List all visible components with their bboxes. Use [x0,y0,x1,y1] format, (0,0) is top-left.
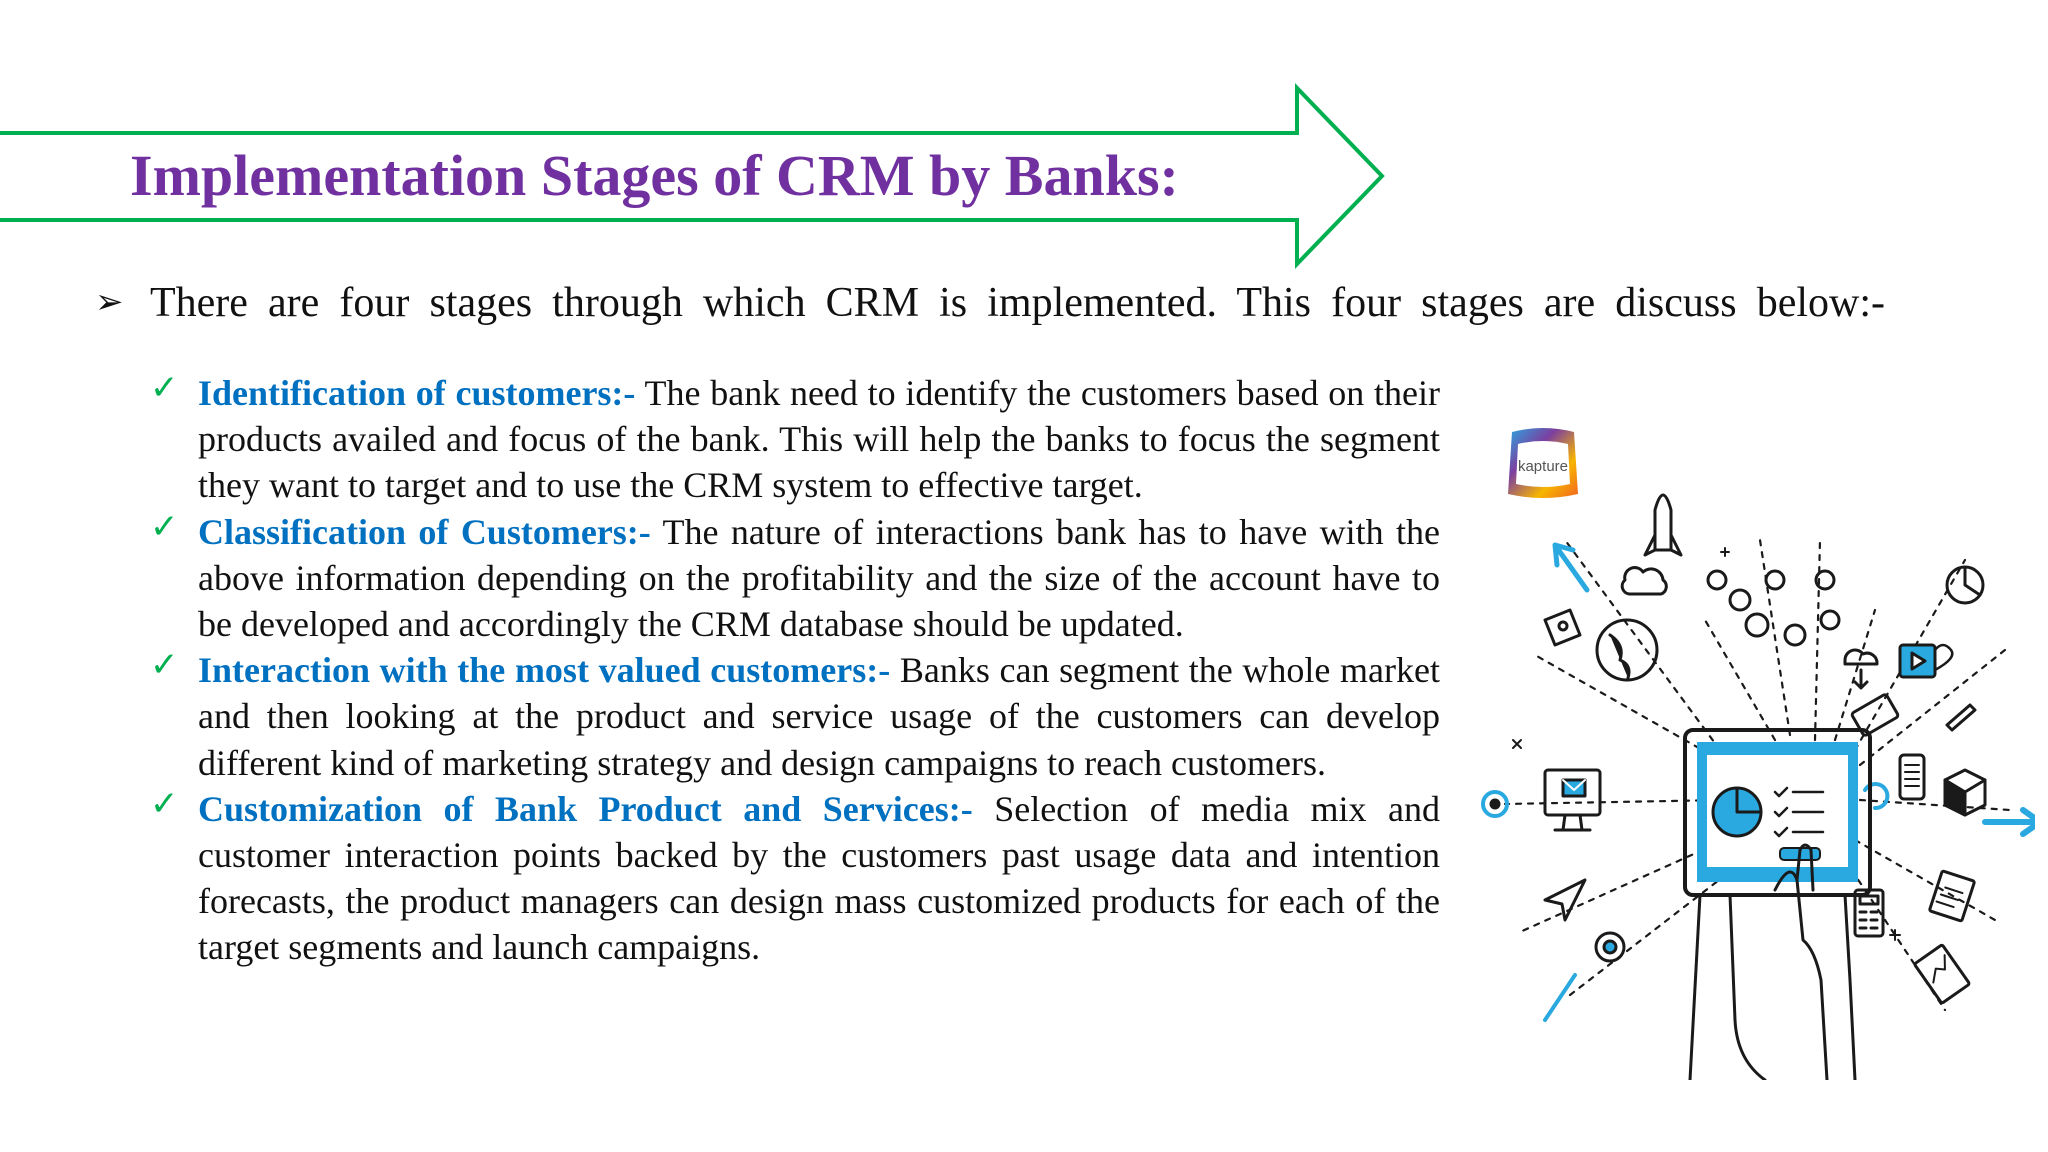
globe-icon [1595,618,1659,682]
cube-icon [1943,768,1987,817]
arrowhead-bullet-icon: ➢ [95,284,124,321]
stage-description: The nature of interactions bank has to h… [198,511,1440,645]
stage-paragraph: Identification of customers:- The bank n… [198,370,1440,509]
crm-network-illustration [1481,493,2035,1080]
video-play-icon [1898,643,1937,679]
stage-title: Interaction with the most valued custome… [198,650,891,691]
eye-icon [1594,931,1626,963]
stage-title: Customization of Bank Product and Servic… [198,788,973,829]
logo-text: kapture [1518,458,1568,475]
pie-chart-icon [1945,565,1985,605]
checkmark-icon: ✓ [150,645,179,686]
cloud-upload-icon [1843,648,1879,690]
phone-icon [1898,753,1926,801]
stage-title: Identification of customers:- [198,373,636,413]
credit-card-icon [1850,693,1900,737]
stage-item: ✓ Classification of Customers:- The natu… [150,506,1440,648]
checkmark-icon: ✓ [150,506,179,547]
stage-description: Banks can segment the whole market and t… [198,650,1440,783]
rocket-icon [1643,493,1683,557]
checkmark-icon: ✓ [150,368,179,408]
monitor-email-icon [1543,768,1602,832]
stage-description: The bank need to identify the customers … [198,373,1440,506]
kapture-logo: kapture [1508,428,1578,498]
stage-item: ✓ Identification of customers:- The bank… [150,368,1440,509]
stage-description: Selection of media mix and customer inte… [198,788,1440,968]
checkmark-icon: ✓ [150,783,179,824]
intro-text: There are four stages through which CRM … [150,280,1885,326]
slide-title: Implementation Stages of CRM by Banks: [130,143,1179,208]
stage-item: ✓ Customization of Bank Product and Serv… [150,783,1440,971]
stage-paragraph: Interaction with the most valued custome… [198,647,1440,786]
tablet-with-hands [1683,728,1872,1080]
paper-plane-icon [1543,878,1587,922]
sparkle-icon [1512,547,1901,941]
documents-icon [1928,869,1976,923]
arrow-right-icon [1982,807,2035,837]
people-network-icon [1706,569,1841,647]
title-arrow-shape [0,83,1385,269]
arrow-up-left-icon [1552,542,1590,593]
report-chart-icon [1913,943,1971,1005]
connection-lines [1503,538,2012,1012]
stage-list: ✓ Identification of customers:- The bank… [150,368,1440,971]
stage-title: Classification of Customers:- [198,511,651,552]
stage-paragraph: Classification of Customers:- The nature… [198,509,1440,648]
target-icon [1481,790,1509,818]
stage-paragraph: Customization of Bank Product and Servic… [198,786,1440,971]
tag-icon [1543,608,1582,647]
arrow-down-left-icon [1543,973,1577,1022]
pen-icon [1945,703,1977,732]
stage-item: ✓ Interaction with the most valued custo… [150,645,1440,786]
cloud-icon [1620,566,1668,596]
